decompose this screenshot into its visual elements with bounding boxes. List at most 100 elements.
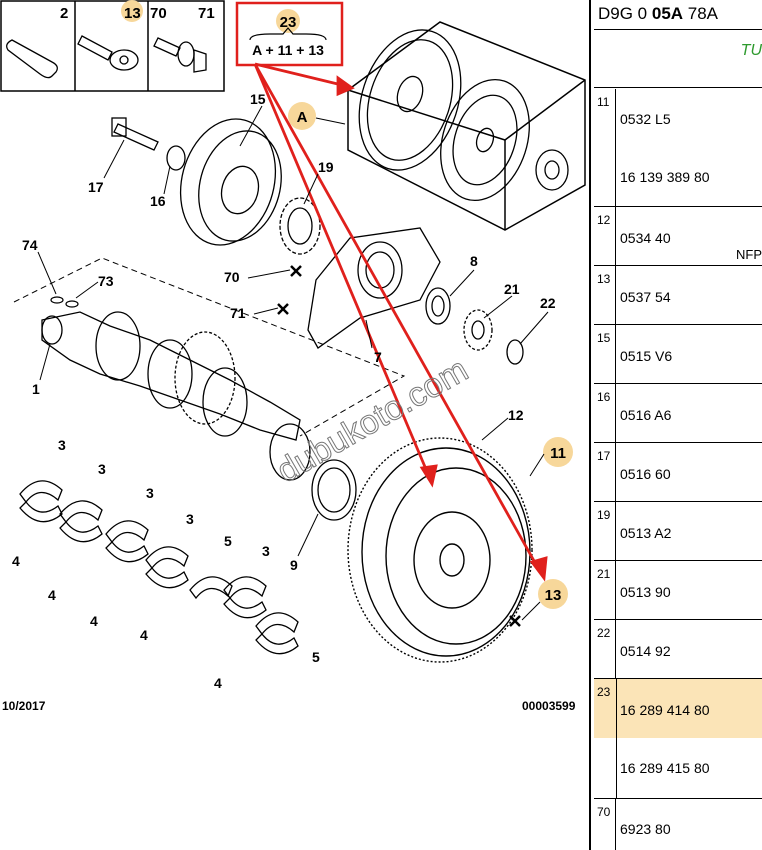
x-markers [277, 265, 521, 627]
kit-number: 23 [280, 14, 297, 31]
row-number: 12 [594, 207, 616, 265]
diagram-date: 10/2017 [2, 699, 46, 713]
part-labels: 15 17 16 19 74 73 70 71 8 21 22 7 1 12 9… [12, 91, 556, 691]
label-4a: 4 [12, 553, 20, 569]
label-3a: 3 [58, 437, 66, 453]
label-9: 9 [290, 557, 298, 573]
bolt-17-icon [111, 117, 159, 151]
row-ref: 16 139 389 80 [620, 169, 710, 185]
panel-subheader: TU [594, 30, 762, 88]
row-number: 21 [594, 561, 616, 619]
box-13-badge [121, 0, 143, 22]
parts-row-22[interactable]: 22 0514 92 [594, 620, 762, 679]
row-number: 23 [594, 679, 616, 738]
seal-8-icon [425, 287, 451, 325]
row-number: 15 [594, 325, 616, 383]
engine-code-bold: 05A [651, 4, 684, 23]
parts-row-11[interactable]: 11 0532 L5 16 139 389 80 [594, 89, 762, 207]
row-ref: 0532 L5 [620, 111, 671, 127]
label-73: 73 [98, 273, 114, 289]
release-bearing-icon [535, 149, 569, 191]
label-3d: 3 [186, 511, 194, 527]
row-number: 70 [594, 799, 616, 850]
row-number: 22 [594, 620, 616, 678]
label-4d: 4 [140, 627, 148, 643]
parts-row-16[interactable]: 16 0516 A6 [594, 384, 762, 443]
label-4b: 4 [48, 587, 56, 603]
seal-cover-icon [307, 227, 441, 349]
pulley-icon [179, 118, 282, 246]
box-label-71: 71 [198, 5, 215, 22]
parts-list-panel: D9G 0 05A 78A TU 11 0532 L5 16 139 389 8… [594, 0, 762, 850]
label-5b: 5 [312, 649, 320, 665]
clutch-disc-icon [358, 29, 462, 171]
parts-row-21[interactable]: 21 0513 90 [594, 561, 762, 620]
parts-row-19[interactable]: 19 0513 A2 [594, 502, 762, 561]
label-3c: 3 [146, 485, 154, 501]
parts-row-70[interactable]: 70 6923 80 [594, 799, 762, 850]
panel-divider [589, 0, 591, 850]
row-number: 11 [594, 89, 616, 206]
screw-icon [77, 35, 139, 71]
leader-lines [37, 105, 549, 621]
circle-13-label: 13 [545, 587, 562, 604]
box-label-70: 70 [150, 5, 167, 22]
parts-row-12[interactable]: 12 0534 40 NFP [594, 207, 762, 266]
engine-code-prefix: D9G 0 [598, 4, 652, 23]
box-label-13: 13 [124, 5, 141, 22]
washer-22-icon [506, 339, 524, 365]
box-label-2: 2 [60, 5, 68, 22]
label-1: 1 [32, 381, 40, 397]
pressure-plate-icon [440, 78, 530, 202]
small-parts-boxes [0, 0, 225, 92]
diagram-ref-code: 00003599 [522, 699, 576, 713]
row-number: 16 [594, 384, 616, 442]
engine-plane-dashed [13, 257, 406, 437]
row-ref: 16 289 415 80 [620, 760, 710, 776]
label-4e: 4 [214, 675, 222, 691]
row-ref: 16 289 414 80 [620, 702, 710, 718]
panel-header: D9G 0 05A 78A [594, 0, 762, 30]
parts-row-13[interactable]: 13 0537 54 [594, 266, 762, 325]
washer-16-icon [166, 145, 186, 171]
sprocket-21-icon [463, 309, 493, 351]
row-number: 13 [594, 266, 616, 324]
row-highlight [594, 679, 762, 738]
kit-arrows [253, 62, 548, 582]
label-21: 21 [504, 281, 520, 297]
row-ref: 0513 A2 [620, 525, 672, 541]
row-ref: 0537 54 [620, 289, 671, 305]
bolt-washer-icon [153, 37, 207, 73]
crankshaft-icon [41, 311, 311, 481]
label-15: 15 [250, 91, 266, 107]
circle-a-badge [288, 102, 316, 130]
label-12: 12 [508, 407, 524, 423]
label-3b: 3 [98, 461, 106, 477]
label-7: 7 [374, 349, 382, 365]
kit-badge [276, 9, 300, 33]
parts-row-23[interactable]: 23 16 289 414 80 16 289 415 80 [594, 679, 762, 799]
label-8: 8 [470, 253, 478, 269]
label-16: 16 [150, 193, 166, 209]
row-ref: 0515 V6 [620, 348, 673, 364]
bearing-shells-icon [19, 480, 299, 655]
exploded-parts-diagram: 2 13 70 71 23 A + 11 + 13 A [0, 0, 586, 713]
label-4c: 4 [90, 613, 98, 629]
row-ref: 0513 90 [620, 584, 671, 600]
row-number: 19 [594, 502, 616, 560]
engine-code: D9G 0 05A 78A [598, 4, 718, 24]
parts-row-17[interactable]: 17 0516 60 [594, 443, 762, 502]
label-19: 19 [318, 159, 334, 175]
leader-a [315, 117, 346, 125]
row-ref: 0514 92 [620, 643, 671, 659]
row-ref: 0534 40 [620, 230, 671, 246]
label-3e: 3 [262, 543, 270, 559]
label-71: 71 [230, 305, 246, 321]
kit-formula: A + 11 + 13 [252, 42, 324, 58]
parts-row-15[interactable]: 15 0515 V6 [594, 325, 762, 384]
label-22: 22 [540, 295, 556, 311]
label-70: 70 [224, 269, 240, 285]
row-extra: NFP [736, 247, 762, 262]
circle-11-badge [543, 437, 573, 467]
subheader-label: TU [740, 42, 762, 59]
